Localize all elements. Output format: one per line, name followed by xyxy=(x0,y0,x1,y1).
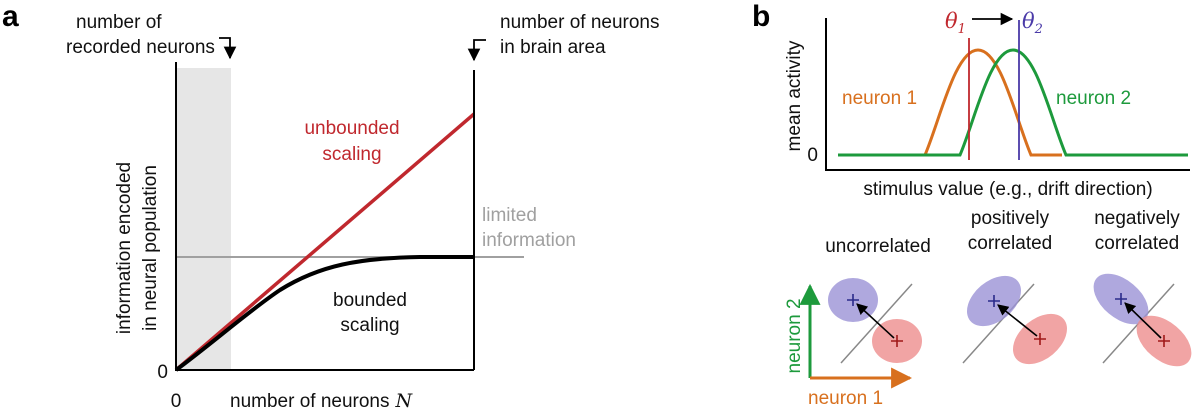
unbounded-label-line2: scaling xyxy=(322,144,381,165)
limited-label-line2: information xyxy=(482,230,576,251)
uncorrelated-arrow xyxy=(856,303,895,339)
positive-red-cross xyxy=(1034,333,1046,345)
positively-label-line1: positively xyxy=(971,208,1050,229)
recorded-label-line2: recorded neurons xyxy=(66,37,215,58)
recorded-region-shade xyxy=(176,68,231,370)
uncorrelated-red-cross xyxy=(891,335,903,347)
unbounded-scaling-line xyxy=(174,112,476,372)
brain-area-label-line2: in brain area xyxy=(500,37,606,58)
b-x-axis-label: stimulus value (e.g., drift direction) xyxy=(863,179,1152,200)
neuron2-label: neuron 2 xyxy=(1056,88,1131,109)
positively-correlated-diagram xyxy=(962,275,1068,365)
bounded-scaling-curve xyxy=(174,255,474,372)
panel-b: b 0 mean activity stimulus value (e.g., … xyxy=(752,0,1192,409)
neuron1-label: neuron 1 xyxy=(842,88,917,109)
uncorrelated-diagonal xyxy=(840,283,913,364)
uncorrelated-blue-cross xyxy=(847,294,859,306)
bounded-label-line1: bounded xyxy=(333,290,407,311)
negatively-label-line2: correlated xyxy=(1095,233,1180,254)
y-axis-label-line1: information encoded xyxy=(114,162,135,334)
theta2-subscript: 2 xyxy=(1034,22,1043,37)
unbounded-label-line1: unbounded xyxy=(304,118,399,139)
negative-blue-cross xyxy=(1115,293,1127,305)
positively-label-line2: correlated xyxy=(968,233,1053,254)
uncorrelated-label: uncorrelated xyxy=(825,236,931,257)
neuron2-tuning-curve xyxy=(838,48,1188,157)
theta2-symbol: θ xyxy=(1022,9,1035,33)
bounded-label-line2: scaling xyxy=(340,315,399,336)
negative-red-cross xyxy=(1158,335,1170,347)
theta1-symbol: θ xyxy=(945,9,958,33)
x-tick-0: 0 xyxy=(171,391,182,412)
brain-area-arrow xyxy=(467,39,486,62)
positive-blue-cross xyxy=(988,295,1000,307)
neuron2-axis-label: neuron 2 xyxy=(784,298,805,373)
b-y-axis-label: mean activity xyxy=(784,40,805,151)
negatively-label-line1: negatively xyxy=(1094,208,1180,229)
theta1-subscript: 1 xyxy=(958,22,966,37)
theta1-label: θ1 xyxy=(945,9,966,37)
negatively-correlated-diagram xyxy=(1093,273,1192,367)
positive-diagonal xyxy=(962,283,1035,364)
panel-a-label: a xyxy=(2,0,19,33)
x-axis-label-text: number of neurons xyxy=(230,391,390,412)
positive-arrow xyxy=(997,304,1038,337)
panel-a: a 0 0 information encoded in neural popu… xyxy=(2,0,660,412)
y-tick-0: 0 xyxy=(157,362,168,383)
limited-label-line1: limited xyxy=(482,205,537,226)
brain-area-label-line1: number of neurons xyxy=(500,12,660,33)
recorded-neurons-arrow xyxy=(219,37,237,60)
theta2-label: θ2 xyxy=(1022,9,1043,37)
neuron1-axis-label: neuron 1 xyxy=(808,388,883,409)
uncorrelated-diagram xyxy=(828,278,922,364)
recorded-label-line1: number of xyxy=(76,12,162,33)
x-axis-label-var: N xyxy=(395,390,414,412)
negative-arrow xyxy=(1124,302,1162,339)
b-y-tick-0: 0 xyxy=(807,145,818,166)
panel-b-label: b xyxy=(752,0,770,33)
y-axis-label-line2: in neural population xyxy=(140,165,161,331)
